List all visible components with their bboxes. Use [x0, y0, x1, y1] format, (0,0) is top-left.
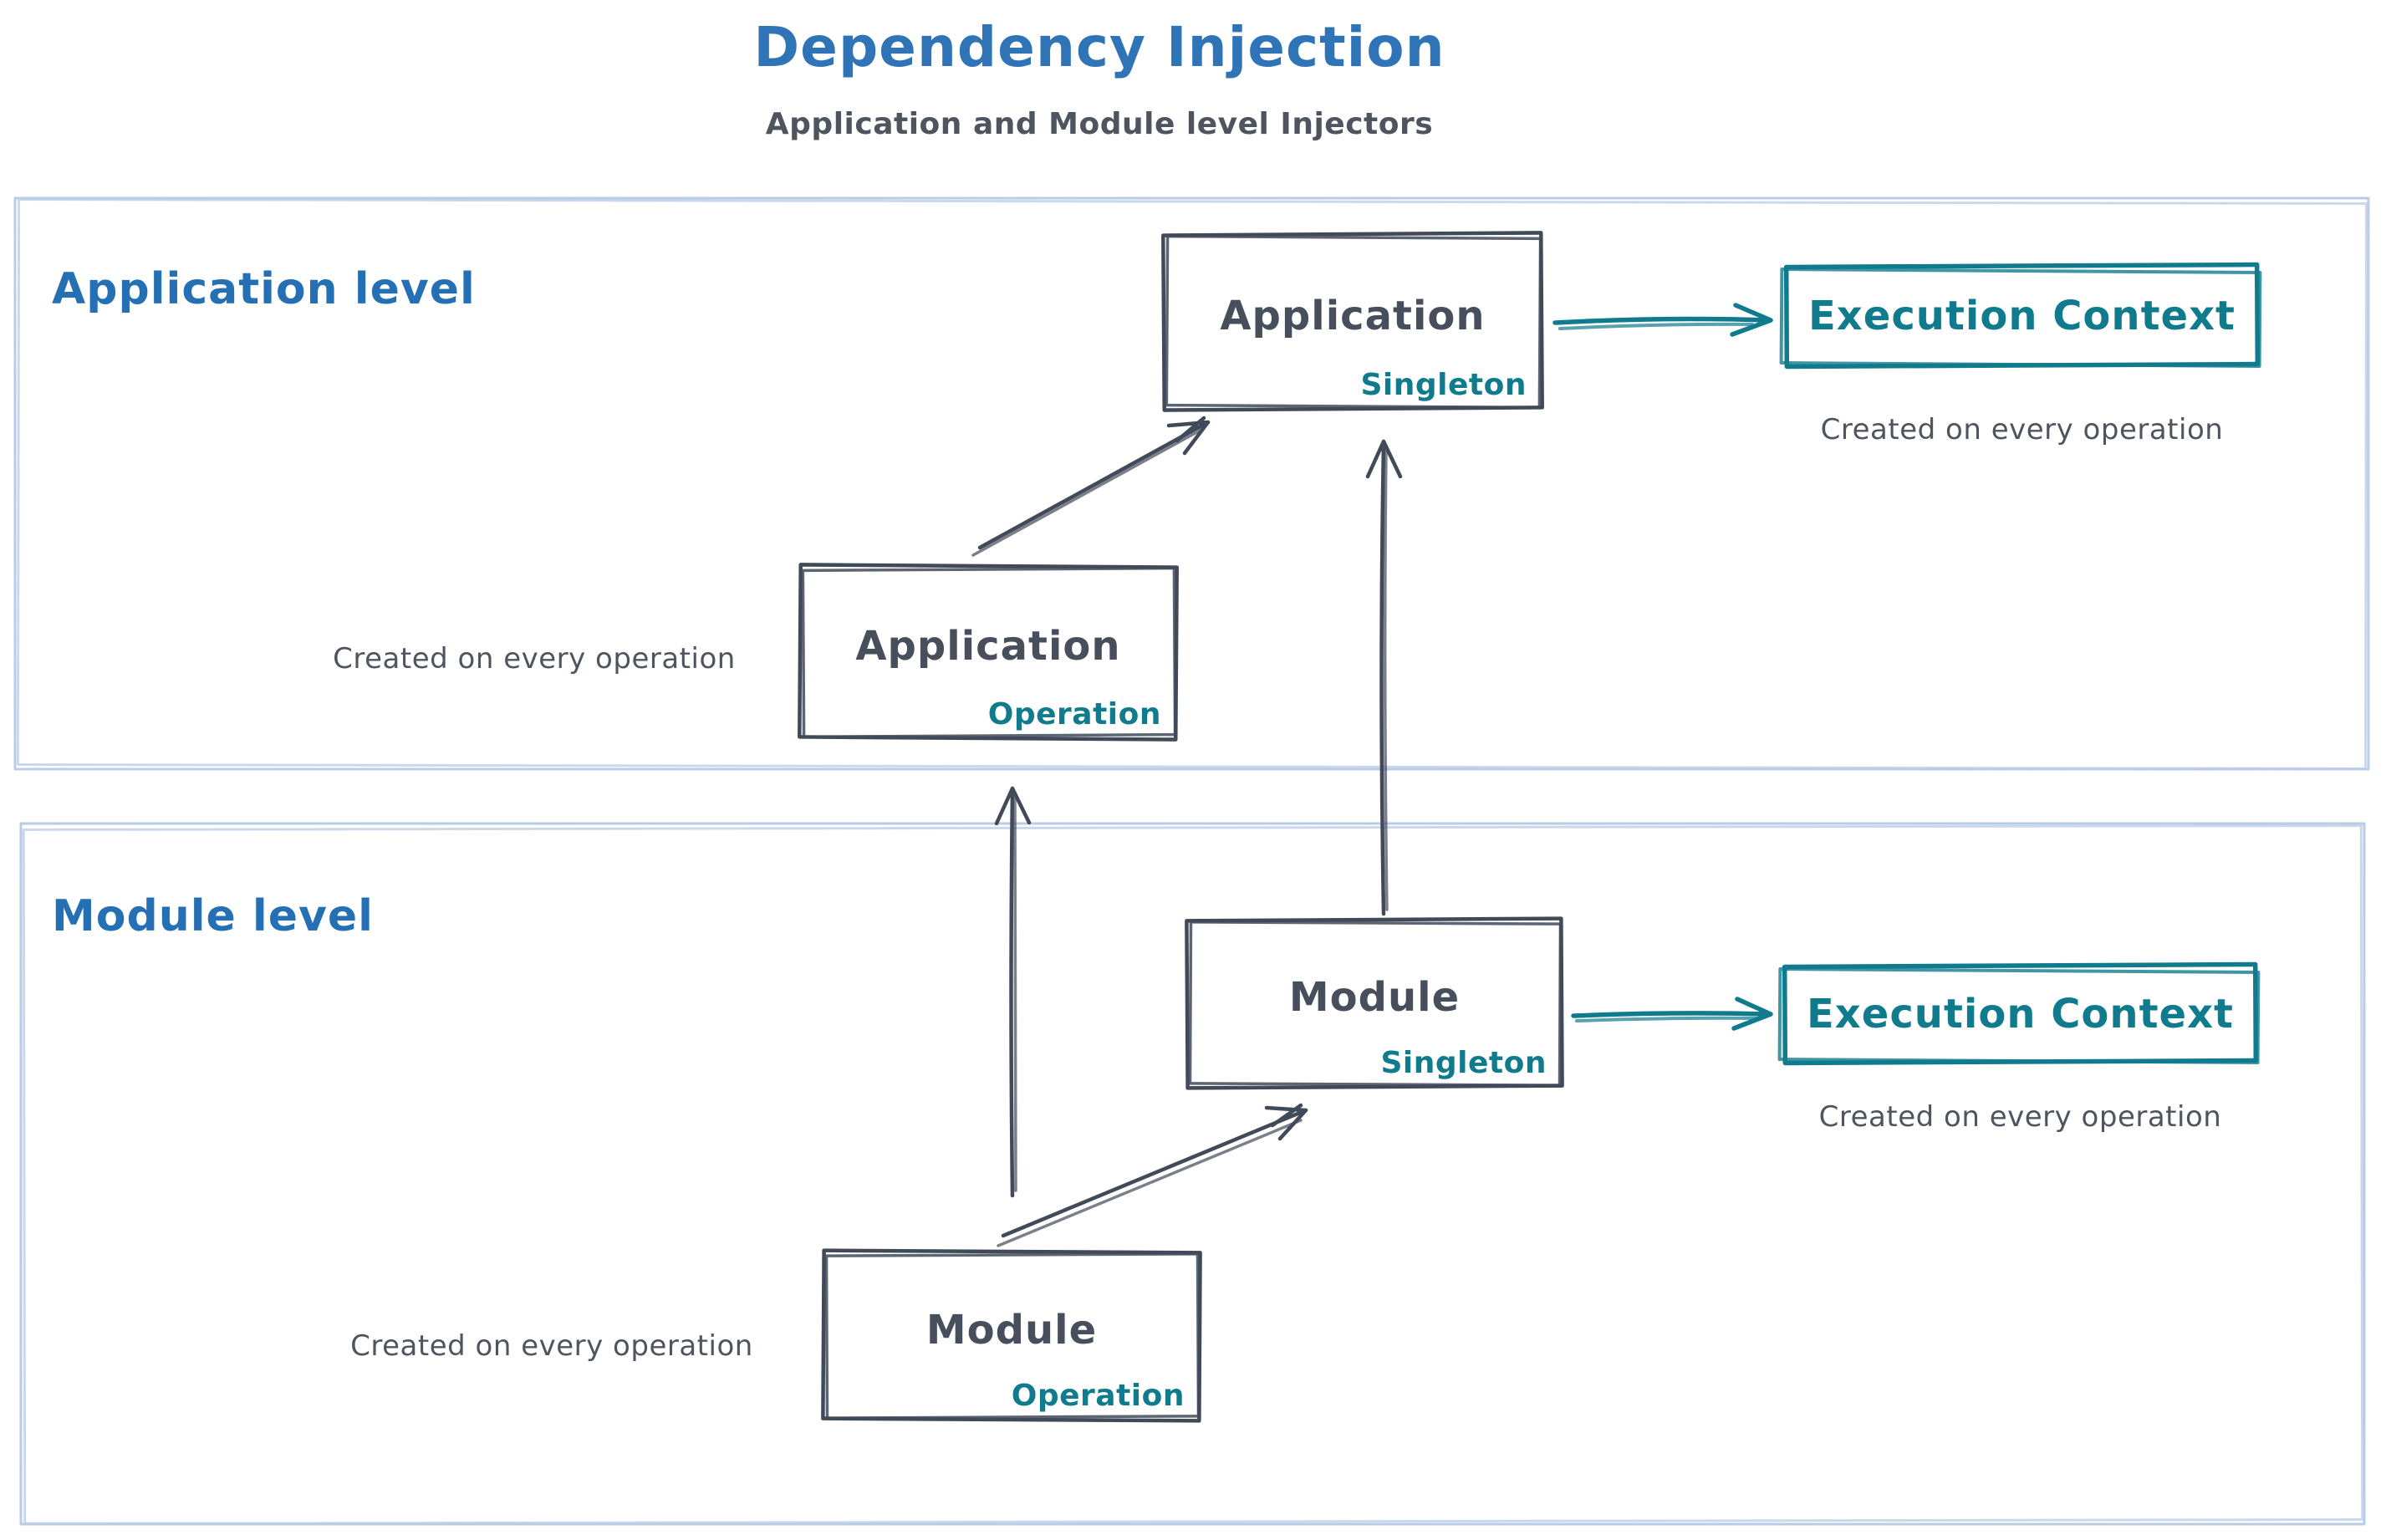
node-application-operation: Application Operation [800, 566, 1176, 738]
arrow-module-singleton-to-execution-context [1571, 997, 1773, 1031]
node-tag: Operation [987, 697, 1161, 732]
node-title: Application [1220, 292, 1486, 339]
application-level-label: Application level [52, 264, 476, 314]
execution-context-application-caption: Created on every operation [1820, 413, 2224, 446]
module-operation-caption: Created on every operation [350, 1329, 753, 1363]
node-application-singleton: Application Singleton [1164, 234, 1542, 409]
node-tag: Singleton [1380, 1046, 1547, 1080]
node-module-operation: Module Operation [823, 1252, 1200, 1420]
arrow-module-operation-to-module-singleton [997, 1103, 1308, 1247]
box-module-singleton [1185, 916, 1564, 1090]
box-module-operation [821, 1248, 1202, 1423]
application-operation-caption: Created on every operation [333, 642, 736, 676]
arrow-module-singleton-to-app-singleton [1365, 439, 1403, 916]
node-module-singleton: Module Singleton [1187, 920, 1562, 1087]
module-level-label: Module level [52, 891, 374, 941]
execution-context-application: Execution Context [1808, 292, 2236, 339]
node-title: Application [855, 623, 1121, 670]
page-subtitle: Application and Module level Injectors [765, 107, 1434, 141]
execution-context-module: Execution Context [1807, 990, 2234, 1038]
node-tag: Singleton [1360, 368, 1527, 402]
box-execution-context-module [1777, 961, 2261, 1066]
module-level-container-border [19, 822, 2366, 1526]
node-title: Module [925, 1306, 1098, 1354]
node-tag: Operation [1011, 1379, 1185, 1413]
arrow-app-singleton-to-execution-context [1552, 303, 1773, 337]
box-application-operation [798, 563, 1179, 742]
page-title: Dependency Injection [753, 15, 1445, 79]
box-application-singleton [1161, 231, 1544, 412]
execution-context-module-caption: Created on every operation [1818, 1100, 2222, 1134]
application-level-container-border [13, 196, 2370, 771]
arrow-module-operation-to-app-operation [994, 786, 1032, 1198]
node-title: Module [1288, 974, 1461, 1021]
arrow-app-operation-to-app-singleton [971, 416, 1211, 557]
box-execution-context-application [1779, 262, 2262, 370]
